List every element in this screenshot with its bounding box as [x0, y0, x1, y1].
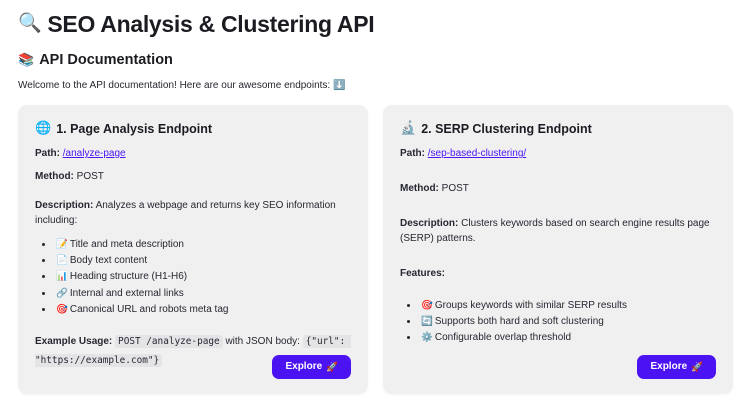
list-item-label: Groups keywords with similar SERP result…: [434, 300, 627, 312]
list-item: 🎯Canonical URL and robots meta tag: [54, 302, 351, 318]
list-item: 📄Body text content: [54, 253, 351, 269]
list-item-label: Canonical URL and robots meta tag: [69, 303, 229, 315]
page-title: 🔍 SEO Analysis & Clustering API: [18, 10, 733, 38]
path-label: Path:: [400, 148, 425, 160]
card-title: 🌐 1. Page Analysis Endpoint: [35, 121, 351, 137]
section-title: 📚 API Documentation: [18, 52, 733, 69]
explore-button[interactable]: Explore 🚀: [272, 355, 351, 380]
gear-icon: ⚙️: [421, 332, 433, 344]
path-label: Path:: [35, 148, 60, 160]
usage-code-request: POST /analyze-page: [115, 334, 223, 348]
welcome-text: Welcome to the API documentation! Here a…: [18, 78, 733, 93]
method-row: Method: POST: [35, 169, 351, 184]
card-title: 🔬 2. SERP Clustering Endpoint: [400, 121, 716, 137]
description-label: Description:: [400, 218, 459, 230]
explore-button-label: Explore: [285, 361, 323, 373]
list-item: 🔄Supports both hard and soft clustering: [419, 314, 716, 330]
explore-button[interactable]: Explore 🚀: [637, 355, 716, 380]
usage-mid-text: with JSON body:: [225, 335, 300, 347]
memo-icon: 📝: [56, 239, 68, 251]
endpoint-cards: 🌐 1. Page Analysis Endpoint Path: /analy…: [18, 105, 733, 395]
list-item-label: Configurable overlap threshold: [434, 332, 572, 344]
path-link[interactable]: /analyze-page: [62, 148, 126, 160]
link-icon: 🔗: [56, 287, 68, 299]
list-item-label: Body text content: [69, 255, 148, 267]
cycle-arrows-icon: 🔄: [421, 316, 433, 328]
method-label: Method:: [35, 171, 74, 183]
description-row: Description: Analyzes a webpage and retu…: [35, 198, 351, 228]
down-arrow-icon: ⬇️: [333, 80, 346, 92]
feature-list: 🎯Groups keywords with similar SERP resul…: [400, 298, 716, 347]
description-value: Analyzes a webpage and returns key SEO i…: [35, 200, 336, 227]
magnifying-glass-icon: 🔍: [18, 12, 42, 35]
method-value: POST: [76, 171, 104, 183]
list-item: 🔗Internal and external links: [54, 286, 351, 302]
rocket-icon: 🚀: [691, 361, 703, 373]
page-icon: 📄: [56, 255, 68, 267]
list-item-label: Heading structure (H1-H6): [69, 271, 188, 283]
welcome-text-content: Welcome to the API documentation! Here a…: [18, 80, 331, 92]
list-item-label: Internal and external links: [69, 287, 184, 299]
description-row: Description: Clusters keywords based on …: [400, 216, 716, 246]
description-value: Clusters keywords based on search engine…: [400, 218, 710, 245]
usage-label: Example Usage:: [35, 335, 113, 347]
page-title-text: SEO Analysis & Clustering API: [47, 11, 375, 37]
list-item: 📊Heading structure (H1-H6): [54, 269, 351, 285]
endpoint-card-page-analysis: 🌐 1. Page Analysis Endpoint Path: /analy…: [18, 105, 368, 395]
card-title-text: 1. Page Analysis Endpoint: [56, 121, 213, 136]
path-row: Path: /sep-based-clustering/: [400, 146, 716, 161]
microscope-icon: 🔬: [400, 121, 417, 137]
card-title-text: 2. SERP Clustering Endpoint: [421, 121, 592, 136]
books-icon: 📚: [18, 52, 35, 68]
method-value: POST: [441, 183, 469, 195]
list-item: ⚙️Configurable overlap threshold: [419, 330, 716, 346]
features-label-row: Features:: [400, 266, 716, 281]
features-label: Features:: [400, 268, 446, 280]
path-link[interactable]: /sep-based-clustering/: [427, 148, 527, 160]
list-item-label: Title and meta description: [69, 239, 184, 251]
section-title-text: API Documentation: [39, 52, 173, 69]
path-row: Path: /analyze-page: [35, 146, 351, 161]
rocket-icon: 🚀: [326, 361, 338, 373]
list-item-label: Supports both hard and soft clustering: [434, 316, 604, 328]
bar-chart-icon: 📊: [56, 271, 68, 283]
target-icon: 🎯: [56, 303, 68, 315]
explore-button-label: Explore: [650, 361, 688, 373]
endpoint-card-serp-clustering: 🔬 2. SERP Clustering Endpoint Path: /sep…: [383, 105, 733, 395]
description-label: Description:: [35, 200, 94, 212]
list-item: 📝Title and meta description: [54, 237, 351, 253]
target-icon: 🎯: [421, 300, 433, 312]
list-item: 🎯Groups keywords with similar SERP resul…: [419, 298, 716, 314]
method-label: Method:: [400, 183, 439, 195]
method-row: Method: POST: [400, 181, 716, 196]
globe-icon: 🌐: [35, 121, 52, 137]
capability-list: 📝Title and meta description 📄Body text c…: [35, 237, 351, 318]
